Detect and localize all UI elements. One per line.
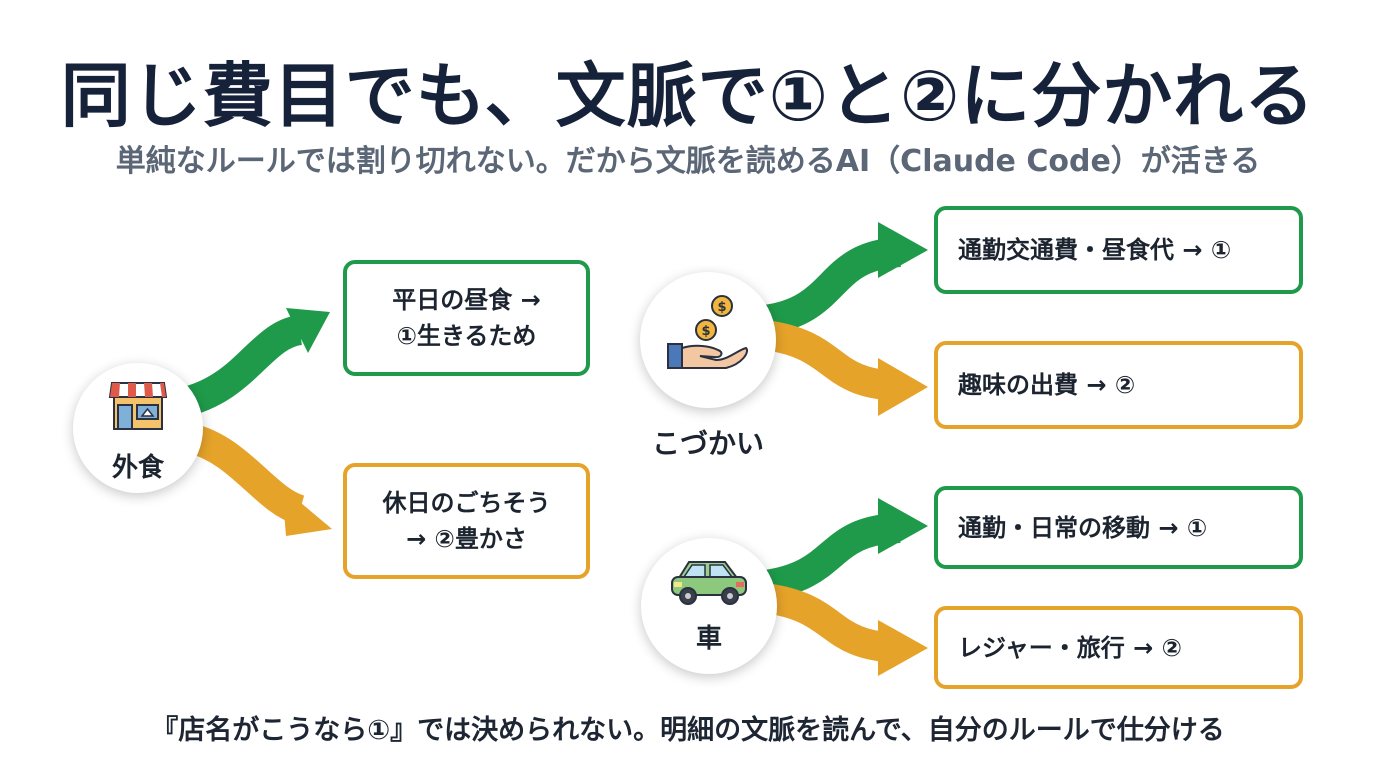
branch-box-kuruma-2: レジャー・旅行 → ②: [934, 606, 1303, 689]
arrowhead-kozukai-orange: [878, 358, 928, 416]
branch-box-kozukai-2: 趣味の出費 → ②: [934, 341, 1303, 429]
storefront-icon: [108, 382, 168, 430]
branch-text-line: 休日のごちそう: [382, 489, 551, 517]
branch-text-line: → ②豊かさ: [406, 525, 527, 553]
coins-hand-icon: $ $: [667, 295, 748, 369]
arrowhead-gaishoku-green: [286, 308, 330, 353]
branch-box-kozukai-1: 通勤交通費・昼食代 → ①: [934, 206, 1303, 294]
arrow-gaishoku-green: [176, 315, 304, 418]
branch-text-line: 平日の昼食 →: [392, 286, 541, 314]
car-icon: [671, 561, 747, 605]
arrowhead-gaishoku-orange: [282, 487, 332, 536]
branch-text: 通勤・日常の移動 → ①: [958, 513, 1208, 542]
branch-text-line: ①生きるため: [396, 322, 537, 350]
footer-note: 『店名がこうなら①』では決められない。明細の文脈を読んで、自分のルールで仕分ける: [151, 715, 1225, 746]
arrow-kuruma-orange: [762, 583, 901, 663]
arrow-kozukai-green: [762, 237, 902, 335]
branch-text: レジャー・旅行 → ②: [958, 633, 1182, 662]
node-gaishoku: 外食: [73, 363, 203, 493]
arrowhead-kuruma-orange: [878, 620, 928, 676]
page-subtitle: 単純なルールでは割り切れない。だから文脈を読めるAI（Claude Code）が…: [115, 144, 1261, 179]
branch-box-gaishoku-2: 休日のごちそう → ②豊かさ: [343, 463, 590, 579]
branch-box-kuruma-1: 通勤・日常の移動 → ①: [934, 486, 1303, 569]
node-kozukai: $ $: [640, 272, 776, 408]
branch-text: 趣味の出費 → ②: [958, 371, 1136, 399]
node-label-kuruma: 車: [695, 624, 722, 654]
node-label-kozukai: こづかい: [652, 427, 765, 460]
svg-text:$: $: [717, 300, 726, 315]
arrowhead-kuruma-green: [878, 498, 928, 554]
svg-text:$: $: [701, 324, 710, 339]
node-kuruma: 車: [641, 538, 777, 674]
page-title: 同じ費目でも、文脈で①と②に分かれる: [60, 55, 1316, 137]
node-label-gaishoku: 外食: [111, 453, 164, 483]
branch-text: 通勤交通費・昼食代 → ①: [958, 236, 1232, 264]
arrowhead-kozukai-green: [878, 222, 928, 278]
branch-box-gaishoku-1: 平日の昼食 → ①生きるため: [343, 260, 590, 376]
arrow-kuruma-green: [762, 513, 901, 600]
arrow-kozukai-orange: [762, 320, 901, 401]
